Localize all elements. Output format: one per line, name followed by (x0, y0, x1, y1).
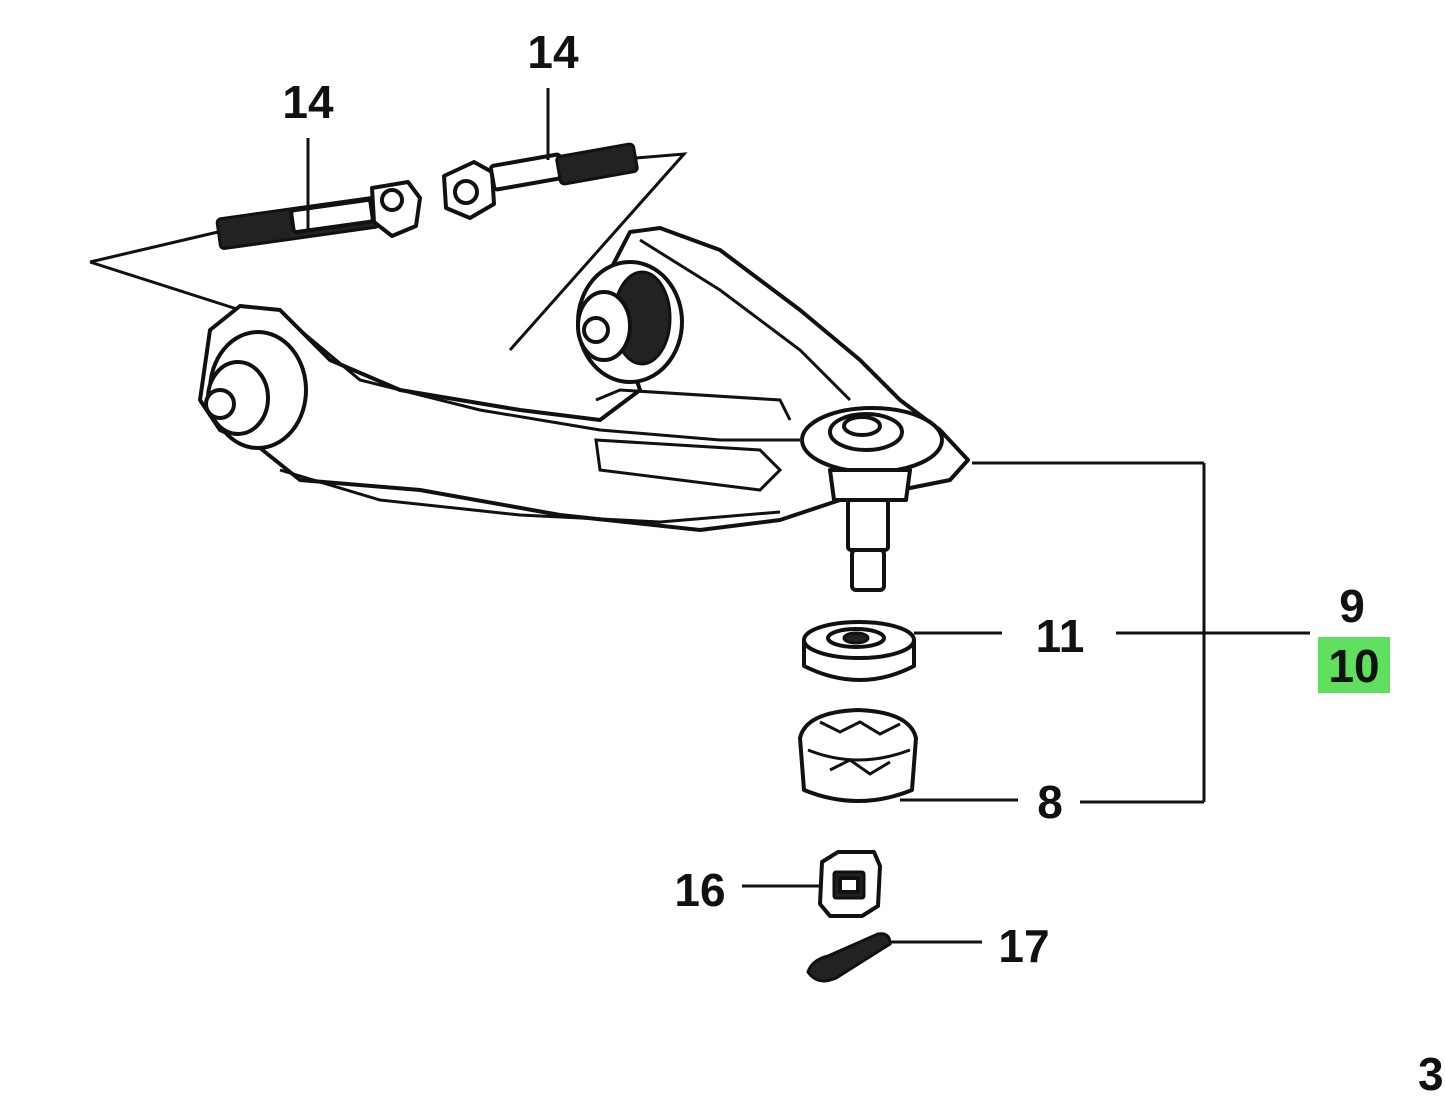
callout-bolt-left: 14 (282, 76, 334, 128)
bolt-left-axis-line-lower (89, 260, 241, 312)
callout-castle-nut: 16 (674, 864, 725, 916)
bolt-left-axis-line (89, 230, 219, 264)
dust-boot (802, 620, 916, 682)
bolt-right (442, 142, 639, 220)
callout-ball-joint-group-b: 10 (1328, 640, 1379, 692)
callout-dust-boot: 11 (1036, 610, 1085, 662)
highlight-box (1318, 637, 1390, 693)
page-corner-number: 3 (1418, 1048, 1444, 1100)
callout-ball-joint: 8 (1037, 776, 1063, 828)
callout-cotter-pin: 17 (998, 920, 1049, 972)
castle-nut (818, 850, 882, 918)
cotter-pin (806, 932, 892, 983)
ball-joint-stud (800, 406, 944, 592)
upper-control-arm (198, 226, 970, 532)
bolt-right-axis-line (508, 152, 688, 351)
bolt-left (215, 180, 422, 250)
callout-bolt-right: 14 (527, 26, 579, 78)
callout-ball-joint-group-a: 9 (1339, 580, 1365, 632)
ball-joint-body (798, 708, 918, 803)
